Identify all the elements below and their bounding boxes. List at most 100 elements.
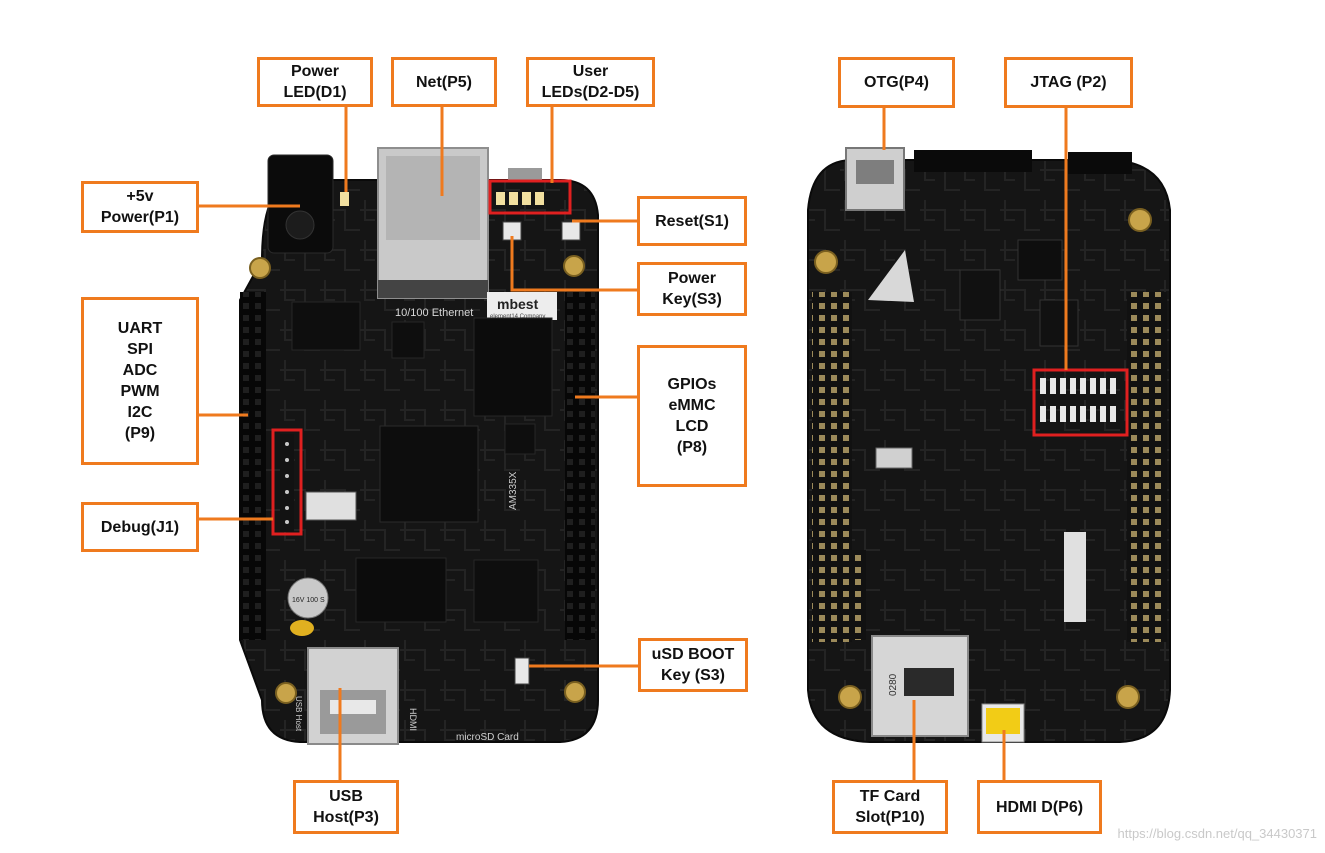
jtag-pads xyxy=(1040,378,1116,422)
callout-text: Power xyxy=(290,63,339,80)
mounting-hole xyxy=(249,257,271,279)
header-left-bottom xyxy=(812,292,852,642)
callout-text: Key(S3) xyxy=(662,291,722,308)
callout-text: User xyxy=(572,63,609,80)
callout-text: Debug(J1) xyxy=(100,518,180,536)
callout-text: uSD BOOT xyxy=(651,646,735,663)
chip xyxy=(504,423,536,455)
yellow-capacitor xyxy=(290,620,314,636)
silk-usb: USB Host xyxy=(294,696,303,732)
silk-brand: mbest xyxy=(497,296,539,312)
callout-p9-functions: UART SPI ADC PWM I2C (P9) xyxy=(81,297,199,465)
otg-usb-opening xyxy=(856,160,894,184)
chip xyxy=(1039,299,1079,347)
chip xyxy=(305,491,357,521)
dc-power-jack xyxy=(267,154,334,254)
dc-jack-socket xyxy=(285,210,315,240)
mounting-hole xyxy=(564,681,586,703)
callout-text: TF Card xyxy=(859,788,921,805)
callout-text: (P9) xyxy=(124,425,156,442)
callout-text: JTAG (P2) xyxy=(1030,74,1107,91)
chip xyxy=(1017,239,1063,281)
user-leds xyxy=(496,192,544,205)
watermark: https://blog.csdn.net/qq_34430371 xyxy=(1117,826,1318,841)
user-leds-highlight xyxy=(488,179,572,215)
chip-pmic xyxy=(473,559,539,623)
callout-text: Key (S3) xyxy=(660,667,726,684)
debug-header xyxy=(280,434,294,532)
white-strip xyxy=(1064,532,1086,622)
callout-text: LCD xyxy=(675,418,709,435)
connector-lines xyxy=(198,105,1068,780)
chip xyxy=(391,321,425,359)
crystal xyxy=(875,447,913,469)
callout-text: (P8) xyxy=(676,439,708,456)
callout-power-led: Power LED(D1) xyxy=(257,57,373,107)
callout-text: UART xyxy=(117,320,163,337)
callout-text: ADC xyxy=(122,362,158,379)
chip xyxy=(959,269,1001,321)
callout-p8-functions: GPIOs eMMC LCD (P8) xyxy=(637,345,747,487)
callout-text: Reset(S1) xyxy=(655,212,729,230)
callout-text: LED(D1) xyxy=(283,84,347,101)
callout-text: GPIOs xyxy=(667,376,717,393)
connector-shadow xyxy=(1068,152,1132,174)
silk-ethernet: 10/100 Ethernet xyxy=(395,307,473,319)
callout-jtag: JTAG (P2) xyxy=(1004,57,1133,108)
callout-text: eMMC xyxy=(668,397,716,414)
pin-strip xyxy=(852,550,866,640)
callout-net: Net(P5) xyxy=(391,57,497,107)
board-top-view: 10/100 Ethernet mbest element14 Company xyxy=(239,147,599,745)
usd-boot-button-part xyxy=(514,657,530,685)
callout-text: Power xyxy=(667,270,716,287)
chip xyxy=(291,301,361,351)
mounting-hole xyxy=(275,682,297,704)
connector-shadow xyxy=(914,150,1032,172)
silk-tf: 0280 xyxy=(888,673,899,696)
silk-brand-sub: element14 Company xyxy=(490,314,545,320)
silk-cap: 16V 100 S xyxy=(292,597,325,604)
callout-power-key: Power Key(S3) xyxy=(637,262,747,316)
board-bottom-pcb xyxy=(807,159,1171,743)
silk-sd: microSD Card xyxy=(456,732,519,743)
silk-soc: AM335X xyxy=(508,471,519,510)
power-led xyxy=(340,192,349,206)
board-logo-triangle xyxy=(868,250,914,302)
callout-text: OTG(P4) xyxy=(864,74,929,91)
jtag-highlight xyxy=(1032,368,1129,437)
tf-card-contacts xyxy=(904,668,954,696)
callout-usb-host: USB Host(P3) xyxy=(293,780,399,834)
debug-highlight xyxy=(271,428,303,536)
callout-tf-card: TF Card Slot(P10) xyxy=(832,780,948,834)
brand-label xyxy=(487,292,557,320)
callout-otg: OTG(P4) xyxy=(838,57,955,108)
mounting-hole xyxy=(563,255,585,277)
mounting-hole xyxy=(1128,208,1152,232)
callout-text: Slot(P10) xyxy=(855,809,925,826)
callout-power-5v: +5v Power(P1) xyxy=(81,181,199,233)
reset-button-part xyxy=(561,221,581,241)
chip-am335x xyxy=(379,425,479,523)
chip-emmc xyxy=(355,557,447,623)
header-right-bottom xyxy=(1127,292,1167,642)
header-p8 xyxy=(565,292,595,640)
callout-reset: Reset(S1) xyxy=(637,196,747,246)
callout-text: USB xyxy=(329,788,363,805)
header-p9 xyxy=(240,292,266,640)
callout-user-leds: User LEDs(D2-D5) xyxy=(526,57,655,107)
hdmi-micro-yellow xyxy=(986,708,1020,734)
callout-usd-boot: uSD BOOT Key (S3) xyxy=(638,638,748,692)
callout-text: Power(P1) xyxy=(100,209,180,226)
mounting-hole xyxy=(814,250,838,274)
callout-text: HDMI D(P6) xyxy=(995,798,1084,816)
chip-processor-ram xyxy=(473,317,553,417)
ethernet-jack-front xyxy=(386,156,480,240)
callout-text: SPI xyxy=(127,341,153,358)
mini-usb-top xyxy=(508,168,542,180)
callout-hdmi: HDMI D(P6) xyxy=(977,780,1102,834)
callout-debug: Debug(J1) xyxy=(81,502,199,552)
board-bottom-view: 0280 xyxy=(807,147,1171,743)
mounting-hole xyxy=(1116,685,1140,709)
